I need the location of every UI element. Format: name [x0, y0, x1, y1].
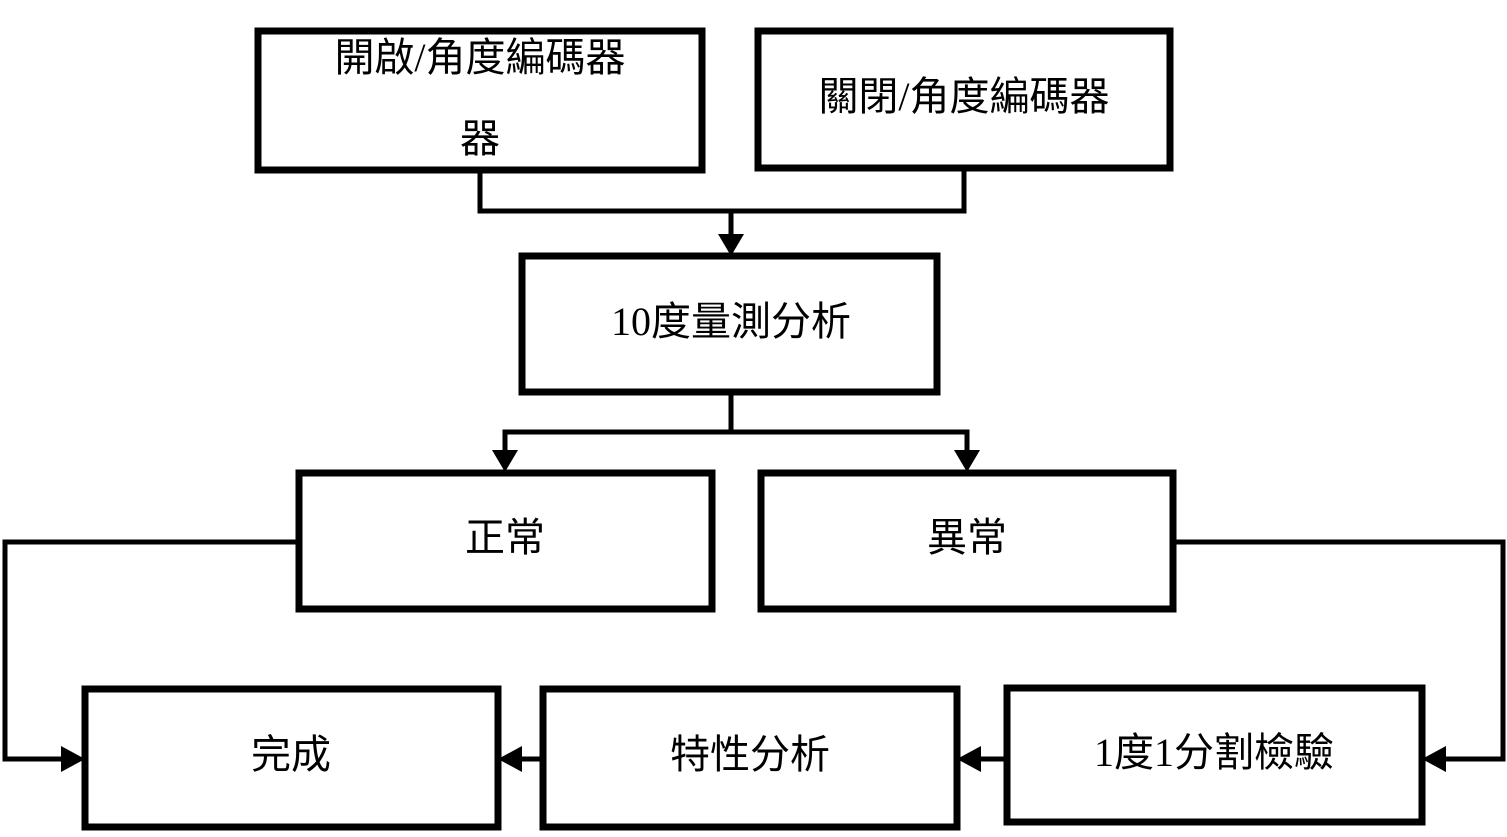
- node-abnormal: 異常: [757, 469, 1177, 613]
- node-characteristic: 特性分析: [539, 685, 961, 831]
- node-normal-label: 正常: [465, 515, 545, 560]
- arrowhead-to-abnormal: [954, 450, 980, 472]
- connector-encoders-merge: [477, 168, 967, 214]
- connector-branch: [502, 429, 970, 452]
- arrowhead-to-characteristic: [957, 746, 981, 772]
- arrowhead-to-measure: [718, 234, 744, 256]
- node-close-encoder: 關閉/角度編碼器: [754, 27, 1174, 172]
- node-split-check-label: 1度1分割檢驗: [1094, 730, 1334, 775]
- node-characteristic-label: 特性分析: [670, 732, 830, 777]
- arrowhead-to-normal: [492, 450, 518, 472]
- node-open-encoder-label: 開啟/角度編碼器: [334, 35, 625, 80]
- arrowhead-characteristic-to-done: [498, 746, 522, 772]
- node-abnormal-label: 異常: [927, 515, 1007, 560]
- arrowhead-to-split-check: [1422, 746, 1446, 772]
- connector-abnormal-to-split: [1173, 539, 1506, 762]
- node-open-encoder-label-wrap: 器: [460, 116, 500, 161]
- node-done-label: 完成: [251, 732, 331, 777]
- node-measure-label: 10度量測分析: [611, 299, 851, 344]
- node-normal: 正常: [295, 469, 716, 613]
- node-open-encoder: 開啟/角度編碼器 器: [254, 27, 706, 174]
- node-close-encoder-label: 關閉/角度編碼器: [818, 74, 1109, 119]
- node-done: 完成: [81, 685, 502, 831]
- arrowhead-to-done: [61, 746, 85, 772]
- connector-normal-to-done: [2, 539, 299, 762]
- node-measure: 10度量測分析: [518, 252, 941, 396]
- node-split-check: 1度1分割檢驗: [1003, 684, 1426, 826]
